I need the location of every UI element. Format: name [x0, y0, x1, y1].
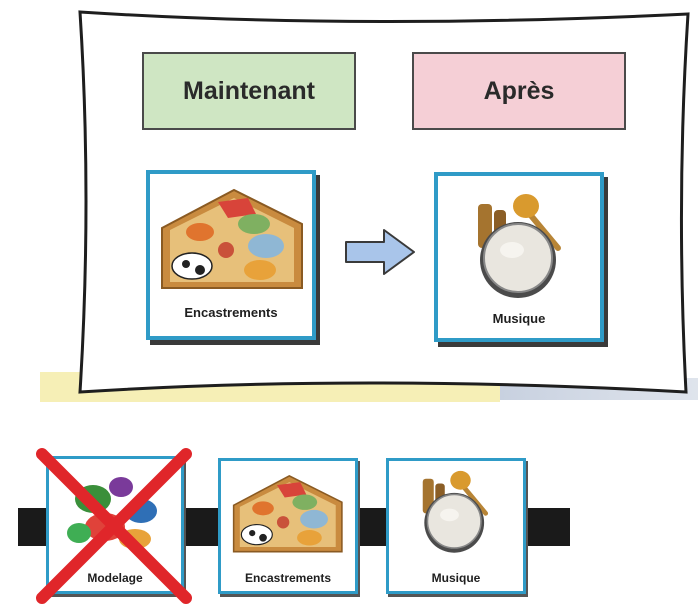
strip-card-musique[interactable]: Musique [386, 458, 526, 594]
right-arrow-icon [345, 229, 415, 275]
drum-icon-small [422, 470, 489, 553]
completed-cross-icon [36, 448, 192, 604]
puzzle-icon [161, 188, 303, 289]
after-activity-card[interactable]: Musique [434, 172, 604, 342]
after-label: Après [483, 76, 555, 105]
now-header: Maintenant [142, 52, 356, 130]
strip-card-label-2: Encastrements [244, 571, 332, 585]
now-card-label: Encastrements [184, 305, 278, 320]
puzzle-icon-small [232, 475, 343, 553]
now-activity-card[interactable]: Encastrements [146, 170, 316, 340]
strip-card-label-1: Modelage [87, 571, 143, 585]
now-label: Maintenant [183, 76, 315, 105]
drum-icon [478, 194, 561, 298]
strip-card-encastrements[interactable]: Encastrements [218, 458, 358, 594]
after-header: Après [412, 52, 626, 130]
strip-card-label-3: Musique [431, 571, 481, 585]
after-card-label: Musique [492, 311, 546, 326]
